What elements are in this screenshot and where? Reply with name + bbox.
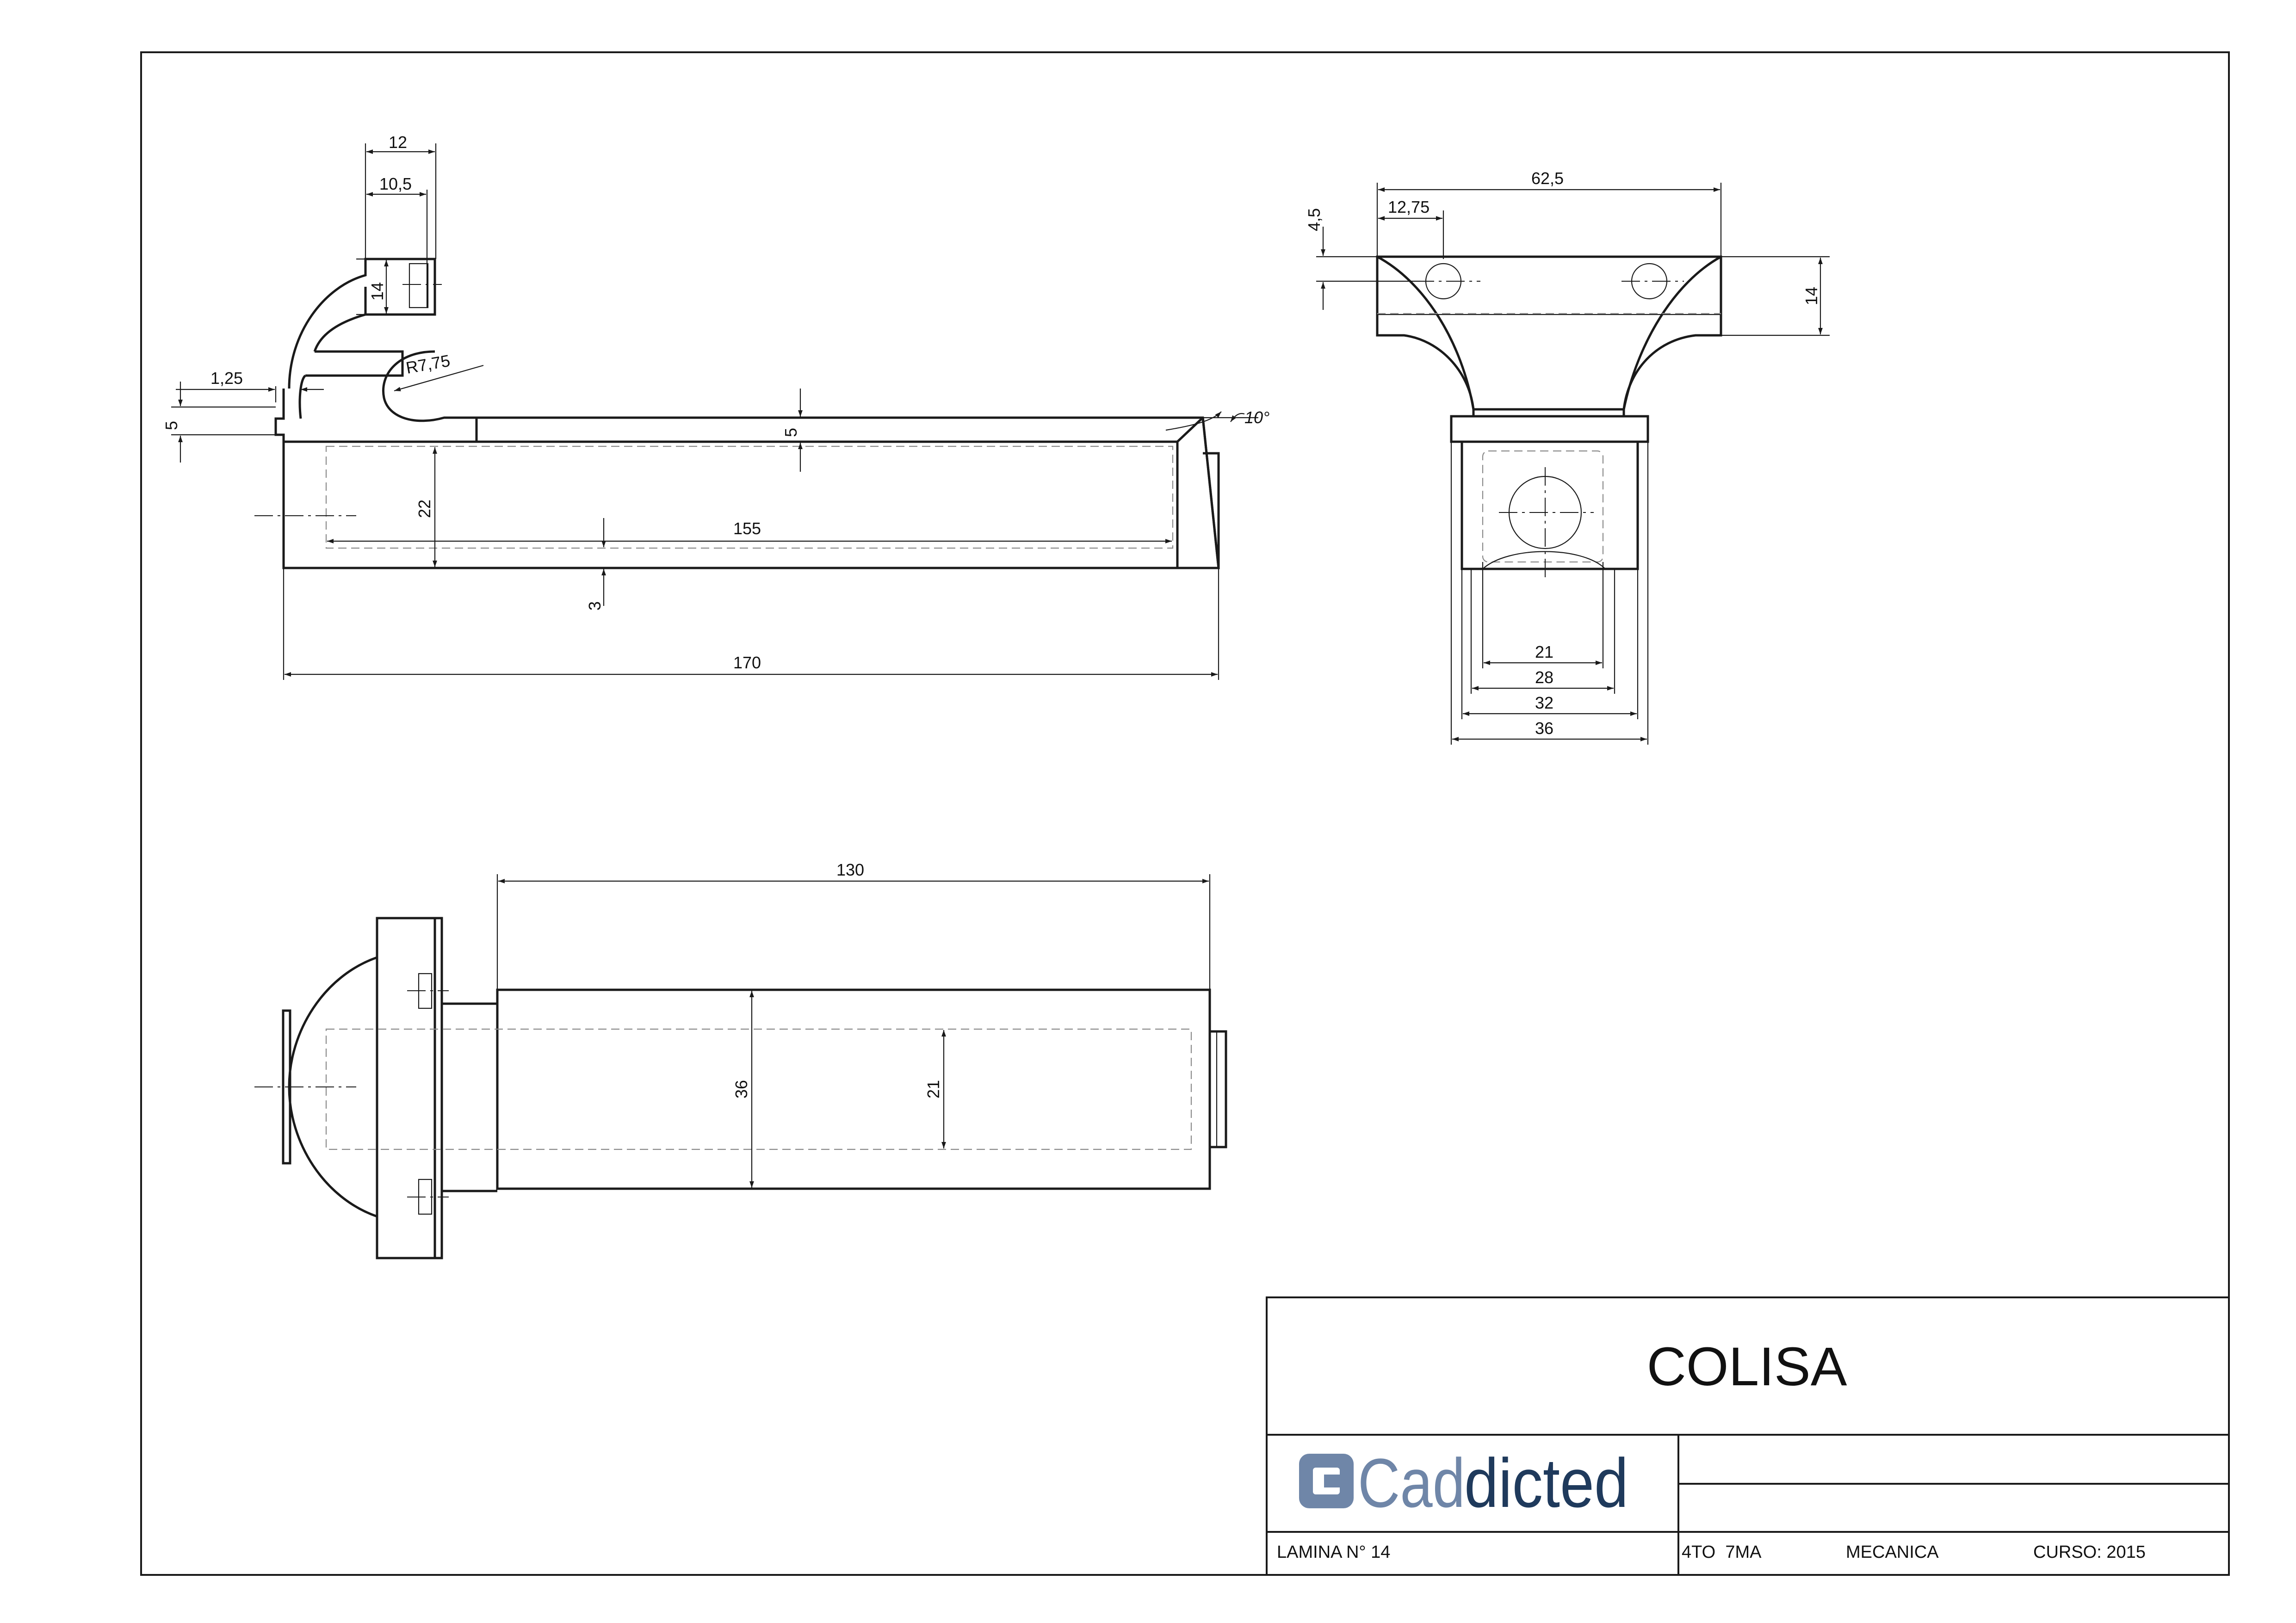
dim-21-top: 21	[924, 1080, 943, 1098]
side-view-hidden-slot	[1482, 450, 1604, 563]
title-block: COLISA Cad dicted LAMINA N° 14 4TO 7MA M…	[1266, 1296, 2230, 1576]
dim-155: 155	[733, 519, 761, 538]
dim-angle-10: 10°	[1244, 408, 1269, 427]
dim-130: 130	[836, 860, 864, 879]
dim-22: 22	[415, 500, 434, 518]
dim-170: 170	[733, 653, 761, 672]
dim-36-top: 36	[732, 1080, 751, 1098]
logo-text-prefix: Cad	[1358, 1444, 1465, 1522]
top-view-tip	[1208, 1030, 1227, 1148]
side-view-body	[1461, 440, 1639, 570]
front-view-head-hole	[408, 263, 429, 309]
dim-5-top: 5	[781, 428, 800, 437]
course-group: 4TO 7MA	[1682, 1543, 1762, 1562]
front-view-dimensions: 12 10,5 14 1,25 5 R7,75 5 10°	[162, 133, 1269, 680]
sheet-number: LAMINA N° 14	[1277, 1543, 1390, 1562]
dim-1-25: 1,25	[210, 369, 243, 388]
side-view-flare	[1376, 255, 1722, 411]
dim-12-75: 12,75	[1388, 197, 1430, 216]
front-view-hook	[288, 258, 477, 422]
dim-3: 3	[585, 601, 604, 611]
drawing-title: COLISA	[1647, 1336, 1847, 1397]
front-view	[254, 258, 1220, 569]
logo-text-suffix: dicted	[1464, 1444, 1628, 1522]
dim-32: 32	[1535, 693, 1553, 712]
dim-12: 12	[389, 133, 407, 152]
sheet-border	[140, 51, 2230, 1576]
front-view-hook-inner	[298, 313, 366, 419]
top-view-dimensions: 130 36 21	[496, 860, 1211, 1188]
course-year: CURSO: 2015	[2033, 1543, 2146, 1562]
dim-5-left: 5	[162, 421, 181, 430]
top-view-bar	[496, 988, 1211, 1190]
top-view	[254, 917, 1227, 1259]
dim-4-5: 4,5	[1305, 208, 1324, 231]
front-view-body	[274, 389, 1179, 568]
dim-14-head: 14	[368, 282, 387, 301]
front-view-nose	[1201, 417, 1220, 568]
front-view-outline	[282, 416, 1220, 569]
dim-62-5: 62,5	[1531, 169, 1564, 188]
side-view	[1376, 255, 1722, 578]
dim-10-5: 10,5	[379, 174, 412, 193]
top-view-hidden-bore	[325, 1028, 1192, 1150]
brand-logo: Cad dicted	[1299, 1444, 1628, 1522]
specialty: MECANICA	[1846, 1543, 1939, 1562]
front-view-hidden-bore	[325, 445, 1174, 549]
side-view-dimensions: 62,5 12,75 4,5 14 21 28 32	[1305, 169, 1830, 745]
dim-28: 28	[1535, 668, 1553, 687]
dim-36-side: 36	[1535, 719, 1553, 738]
top-view-flange	[376, 917, 443, 1259]
side-view-collar	[1450, 415, 1649, 443]
side-view-arc	[1482, 551, 1606, 569]
dim-14-side: 14	[1802, 287, 1821, 305]
side-view-flare-inner	[1376, 255, 1722, 410]
dim-21-side: 21	[1535, 642, 1553, 661]
